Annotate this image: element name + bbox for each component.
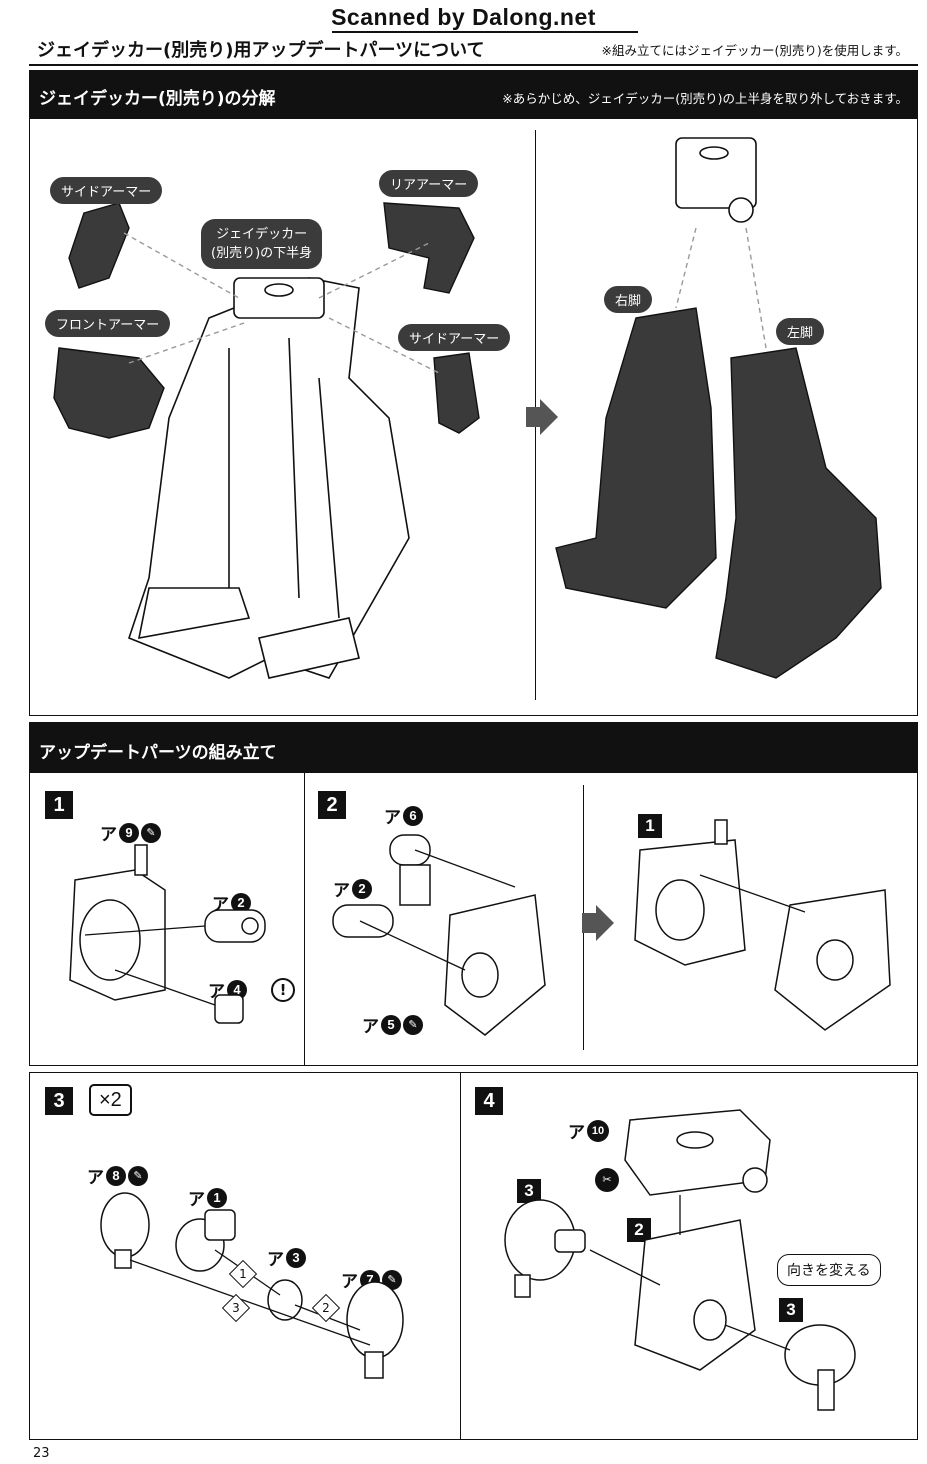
part-number: 10: [587, 1119, 609, 1142]
part-prefix: ア: [362, 1017, 379, 1037]
step3-illustration: [100, 1192, 404, 1379]
step-2-number: 2: [318, 791, 346, 819]
arrow-right-icon: [526, 399, 558, 435]
part-a7: ア 7 ✎: [341, 1267, 402, 1292]
part-prefix: ア: [333, 881, 350, 901]
disassembly-note: ※あらかじめ、ジェイデッカー(別売り)の上半身を取り外しておきます。: [502, 91, 908, 106]
step4-illustration: [504, 1109, 856, 1411]
exclamation-icon: !: [271, 977, 295, 1002]
assembly-header: アップデートパーツの組み立て: [29, 722, 918, 772]
part-prefix: ア: [100, 825, 117, 845]
label-rear-armor: リアアーマー: [379, 170, 479, 197]
page-title: ジェイデッカー(別売り)用アップデートパーツについて: [37, 40, 485, 61]
part-number: 5: [381, 1014, 401, 1035]
part-a2-step2: ア 2: [333, 876, 372, 901]
label-right-leg: 右脚: [604, 286, 653, 313]
part-number: 9: [119, 822, 139, 843]
arrow-right-icon: [582, 905, 614, 941]
page-number: 23: [33, 1446, 50, 1461]
lower-body-exploded-illustration: [53, 202, 480, 679]
part-a6: ア 6: [384, 803, 423, 828]
disassembly-heading: ジェイデッカー(別売り)の分解: [39, 89, 276, 109]
page-title-note: ※組み立てにはジェイデッカー(別売り)を使用します。: [601, 43, 908, 58]
separated-legs-illustration: [555, 137, 882, 679]
part-number: 2: [352, 878, 372, 899]
step3-panel: [29, 1072, 461, 1440]
part-a5: ア 5 ✎: [362, 1012, 423, 1037]
pen-icon: ✎: [382, 1269, 402, 1290]
part-number: 1: [207, 1187, 227, 1208]
step-1-number: 1: [45, 791, 73, 819]
watermark-underline: [332, 31, 638, 33]
label-side-armor-right: サイドアーマー: [398, 324, 511, 351]
step-3-reference-left: 3: [517, 1179, 541, 1203]
step2-illustration: [332, 834, 546, 1036]
pen-icon: ✎: [403, 1014, 423, 1035]
multiplier-badge: ×2: [89, 1084, 132, 1116]
part-prefix: ア: [341, 1272, 358, 1292]
step-4-number: 4: [475, 1087, 503, 1115]
label-left-leg: 左脚: [776, 318, 825, 345]
pen-icon: ✎: [128, 1165, 148, 1186]
label-front-armor: フロントアーマー: [45, 310, 171, 337]
part-a8: ア 8 ✎: [87, 1163, 148, 1188]
step-2-reference: 2: [627, 1218, 651, 1242]
part-number: 6: [403, 805, 423, 826]
rotate-direction-callout: 向きを変える: [777, 1254, 881, 1286]
nipper-icon: ✂: [595, 1168, 619, 1192]
part-number: 2: [231, 892, 251, 913]
pen-icon: ✎: [141, 822, 161, 843]
label-lower-body-line2: (別売り)の下半身: [211, 246, 313, 261]
step1-divider: [304, 772, 305, 1065]
part-a10: ア 10: [568, 1118, 609, 1143]
part-prefix: ア: [384, 808, 401, 828]
part-number: 8: [106, 1165, 126, 1186]
label-lower-body: ジェイデッカー (別売り)の下半身: [201, 219, 323, 269]
part-prefix: ア: [188, 1190, 205, 1210]
step2-result-illustration: [634, 819, 891, 1031]
part-prefix: ア: [267, 1250, 284, 1270]
part-a1: ア 1: [188, 1185, 227, 1210]
part-a9: ア 9 ✎: [100, 820, 161, 845]
step-3-number: 3: [45, 1087, 73, 1115]
part-a3: ア 3: [267, 1245, 306, 1270]
scanner-watermark: Scanned by Dalong.net: [331, 4, 596, 30]
step1-illustration: [69, 844, 266, 1024]
part-number: 3: [286, 1247, 306, 1268]
disassembly-header: ジェイデッカー(別売り)の分解 ※あらかじめ、ジェイデッカー(別売り)の上半身を…: [29, 70, 918, 118]
part-prefix: ア: [87, 1168, 104, 1188]
label-side-armor-left: サイドアーマー: [50, 177, 163, 204]
step-1-reference: 1: [638, 814, 662, 838]
label-lower-body-line1: ジェイデッカー: [216, 227, 308, 242]
page-title-row: ジェイデッカー(別売り)用アップデートパーツについて ※組み立てにはジェイデッカ…: [29, 32, 918, 66]
step-3-reference-right: 3: [779, 1298, 803, 1322]
part-prefix: ア: [568, 1123, 585, 1143]
assembly-heading: アップデートパーツの組み立て: [39, 743, 277, 763]
